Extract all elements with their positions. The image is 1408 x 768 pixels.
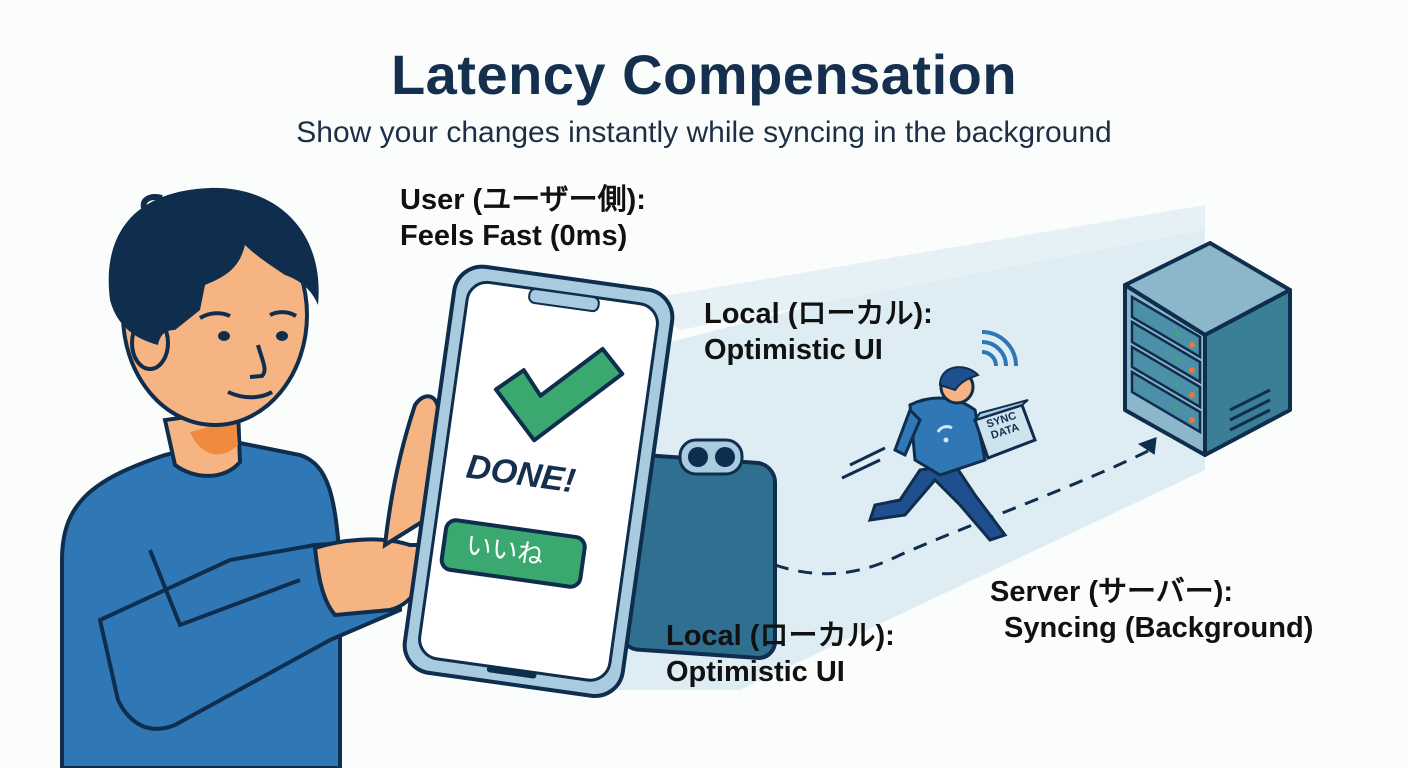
local-label-bottom-desc: Optimistic UI	[666, 656, 845, 688]
local-label-top-title: Local (ローカル):	[704, 298, 933, 330]
user-person	[60, 187, 463, 768]
local-label-top-desc: Optimistic UI	[704, 334, 883, 366]
phone-back	[618, 438, 777, 660]
user-label-desc: Feels Fast (0ms)	[400, 220, 628, 252]
local-label-bottom: Local (ローカル): Optimistic UI	[666, 618, 895, 690]
local-label-top: Local (ローカル): Optimistic UI	[704, 296, 933, 368]
server-label: Server (サーバー): Syncing (Background)	[990, 574, 1313, 646]
server-label-desc: Syncing (Background)	[1004, 612, 1314, 644]
sync-courier	[841, 330, 1037, 542]
server-icon	[1123, 241, 1292, 457]
server-label-title: Server (サーバー):	[990, 576, 1234, 608]
user-label-title: User (ユーザー側):	[400, 184, 646, 216]
local-label-bottom-title: Local (ローカル):	[666, 620, 895, 652]
phone-front	[402, 264, 675, 698]
page-title: Latency Compensation	[390, 43, 1018, 106]
page-subtitle: Show your changes instantly while syncin…	[296, 116, 1112, 149]
user-label: User (ユーザー側): Feels Fast (0ms)	[400, 182, 646, 254]
sync-path	[774, 448, 1151, 576]
